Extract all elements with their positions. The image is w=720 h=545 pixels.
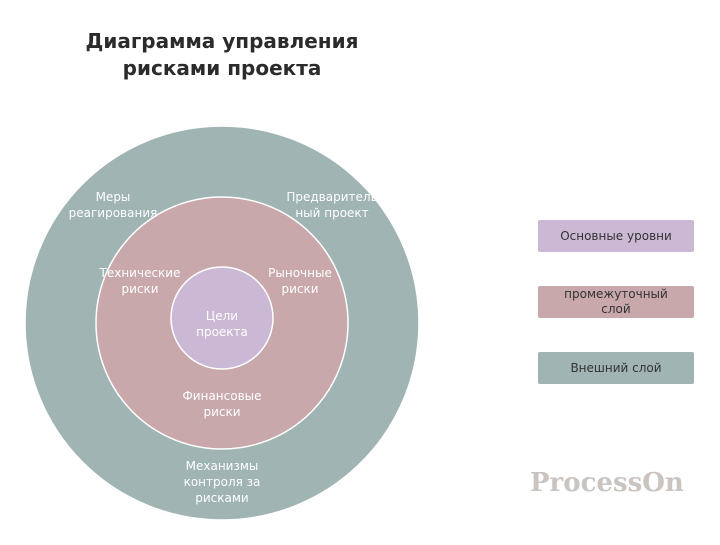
outer-label-control-mechanisms-line-2: контроля за [183, 475, 261, 489]
outer-label-response-measures-line-1: Меры [95, 190, 131, 204]
inner-label-project-goals-line-2: проекта [196, 325, 248, 339]
middle-label-technical-risks-line-2: риски [121, 282, 159, 296]
inner-label-project-goals-line-1: Цели [205, 309, 239, 323]
middle-label-technical-risks-line-1: Технические [99, 266, 181, 280]
outer-label-preliminary-project-line-1: Предваритель [286, 190, 378, 204]
middle-label-financial-risks-line-2: риски [203, 405, 241, 419]
diagram-title: Диаграмма управления рисками проекта [62, 28, 382, 82]
legend-item-intermediate-layer-line-2: слой [601, 302, 631, 316]
outer-label-response-measures: Меры реагирования [58, 189, 168, 221]
legend-item-outer-layer-label: Внешний слой [570, 360, 662, 375]
outer-label-control-mechanisms-line-1: Механизмы [185, 459, 259, 473]
title-line-1: Диаграмма управления [85, 29, 359, 53]
outer-label-response-measures-line-2: реагирования [68, 206, 158, 220]
outer-label-preliminary-project-line-2: ный проект [295, 206, 369, 220]
legend-item-outer-layer: Внешний слой [538, 352, 694, 384]
middle-label-market-risks: Рыночные риски [250, 265, 350, 297]
middle-label-technical-risks: Технические риски [90, 265, 190, 297]
legend-item-core-levels: Основные уровни [538, 220, 694, 252]
processon-watermark: ProcessOn [530, 468, 684, 498]
inner-label-project-goals: Цели проекта [182, 308, 262, 340]
legend-item-core-levels-label: Основные уровни [560, 228, 672, 243]
middle-label-market-risks-line-2: риски [281, 282, 319, 296]
legend-item-intermediate-layer-line-1: промежуточный [564, 287, 668, 301]
middle-label-financial-risks: Финансовые риски [167, 388, 277, 420]
inner-circle[interactable] [170, 266, 274, 370]
outer-label-control-mechanisms-line-3: рисками [195, 491, 249, 505]
middle-label-financial-risks-line-1: Финансовые [182, 389, 262, 403]
title-line-2: рисками проекта [122, 56, 322, 80]
middle-label-market-risks-line-1: Рыночные [268, 266, 332, 280]
legend-item-intermediate-layer: промежуточный слой [538, 286, 694, 318]
outer-label-preliminary-project: Предваритель ный проект [280, 189, 384, 221]
outer-label-control-mechanisms: Механизмы контроля за рисками [167, 458, 277, 506]
